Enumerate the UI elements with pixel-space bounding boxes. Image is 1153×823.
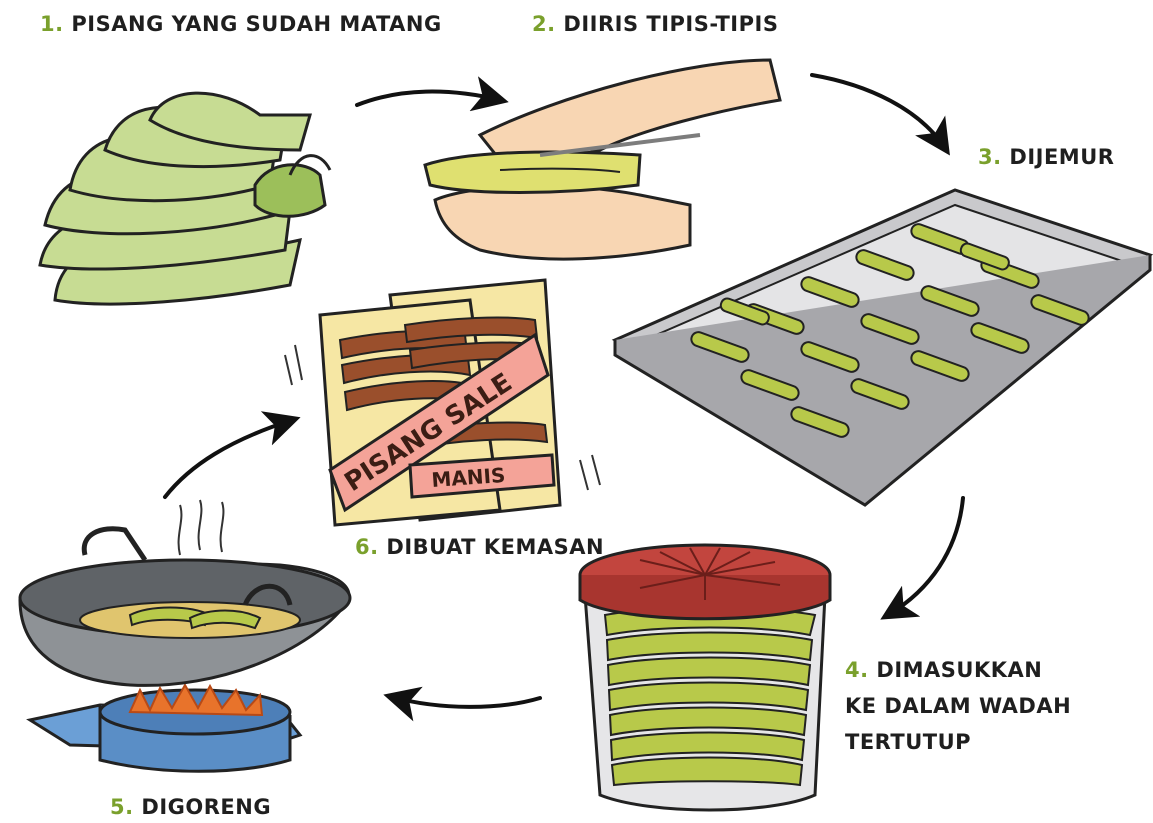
step-4-text-line-2: KE DALAM WADAH	[845, 688, 1071, 724]
step-2-number: 2.	[532, 12, 556, 36]
frying-wok-icon	[20, 500, 350, 771]
step-1-text: PISANG YANG SUDAH MATANG	[71, 12, 441, 36]
sealed-jar-icon	[580, 545, 830, 810]
arrow-5-to-6	[165, 420, 292, 497]
step-4-label: 4. DIMASUKKAN KE DALAM WADAH TERTUTUP	[845, 652, 1071, 760]
step-2-label: 2. DIIRIS TIPIS-TIPIS	[532, 10, 778, 38]
step-5-text: DIGORENG	[141, 795, 271, 819]
step-3-text: DIJEMUR	[1009, 145, 1114, 169]
step-4-text-line-3: TERTUTUP	[845, 724, 1071, 760]
step-1-number: 1.	[40, 12, 64, 36]
step-6-number: 6.	[355, 535, 379, 559]
step-6-text: DIBUAT KEMASAN	[386, 535, 604, 559]
step-5-number: 5.	[110, 795, 134, 819]
step-6-label: 6. DIBUAT KEMASAN	[355, 533, 604, 561]
drying-tray-icon	[615, 190, 1150, 505]
step-1-label: 1. PISANG YANG SUDAH MATANG	[40, 10, 442, 38]
banana-bunch-icon	[40, 93, 330, 304]
arrow-3-to-4	[888, 498, 963, 615]
step-4-number: 4.	[845, 658, 869, 682]
arrow-1-to-2	[357, 92, 500, 105]
arrow-2-to-3	[812, 75, 945, 148]
step-5-label: 5. DIGORENG	[110, 793, 271, 821]
arrow-4-to-5	[392, 697, 540, 707]
step-4-text-line-1: DIMASUKKAN	[876, 658, 1042, 682]
step-3-number: 3.	[978, 145, 1002, 169]
step-2-text: DIIRIS TIPIS-TIPIS	[563, 12, 778, 36]
hands-slicing-icon	[425, 60, 780, 259]
step-3-label: 3. DIJEMUR	[978, 143, 1114, 171]
